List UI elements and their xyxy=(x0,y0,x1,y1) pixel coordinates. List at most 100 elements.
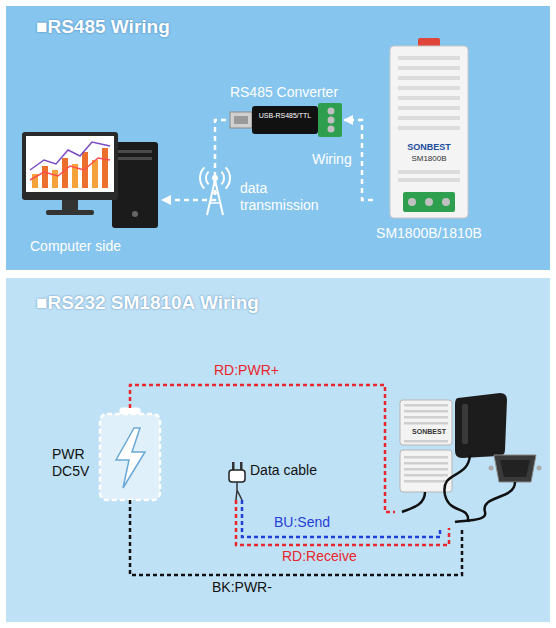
computer-illustration xyxy=(22,132,158,228)
plug-icon xyxy=(232,462,235,470)
converter-illustration xyxy=(328,108,335,115)
sensor-photo xyxy=(400,400,452,445)
label-slot: BK:PWR- xyxy=(212,579,272,596)
panel-fill xyxy=(6,6,550,270)
wire-connector xyxy=(130,500,462,575)
sensor-housing xyxy=(398,126,460,130)
plug-icon xyxy=(236,482,242,500)
computer-illustration xyxy=(92,160,98,188)
battery-icon xyxy=(116,428,145,488)
label-slot: RD:PWR+ xyxy=(214,362,279,379)
antenna-icon xyxy=(226,167,230,188)
sensor-housing xyxy=(398,86,460,90)
sensor-housing xyxy=(398,170,460,174)
text-slot: ■RS232 SM1810A Wiring xyxy=(36,292,436,315)
computer-side: Computer side xyxy=(18,128,162,262)
sensor-transmitter: SONBESTSM1800B SM1800B/1810B xyxy=(373,38,487,248)
sensor-photo xyxy=(537,466,542,471)
wire-label: BK:PWR- xyxy=(212,579,272,596)
panel-heading: ■RS232 SM1810A Wiring xyxy=(36,292,436,315)
computer-illustration xyxy=(42,166,48,188)
text-slot: PWR DC5V xyxy=(52,446,98,480)
wiring-panel: ■RS232 SM1810A WiringPWR DC5V Data cable S… xyxy=(6,278,550,622)
wire-connector xyxy=(130,385,395,512)
sensor-photo xyxy=(404,456,448,459)
text-slot: SONBEST xyxy=(407,428,451,436)
antenna-icon xyxy=(206,172,209,185)
plug-icon xyxy=(240,462,243,470)
sensor-housing xyxy=(408,198,416,206)
converter-illustration xyxy=(318,103,342,137)
sensor-photo xyxy=(404,474,448,477)
computer-illustration xyxy=(118,157,152,160)
sensor-housing xyxy=(425,198,433,206)
sensor-housing xyxy=(398,106,460,110)
sensor-housing xyxy=(398,116,460,120)
wire-label: RD:PWR+ xyxy=(214,362,279,379)
node-label: USB-RS485/TTL xyxy=(252,112,318,120)
panel-fill xyxy=(6,278,550,622)
antenna-icon xyxy=(200,167,204,188)
sensor-housing xyxy=(442,198,450,206)
label-slot: RD:Receive xyxy=(282,548,357,565)
sensor-device: SONBEST xyxy=(395,388,540,528)
label-slot: Wiring xyxy=(312,151,352,168)
converter-illustration xyxy=(252,106,318,134)
computer-illustration xyxy=(52,170,58,188)
sensor-photo xyxy=(455,393,507,458)
node-label: RS485 Converter xyxy=(226,84,342,101)
sensor-photo xyxy=(404,410,448,413)
label-slot: BU:Send xyxy=(274,514,330,531)
computer-illustration xyxy=(112,142,158,228)
wire-label: RD:Receive xyxy=(282,548,357,565)
text-slot: SM1800B/1810B xyxy=(373,225,485,242)
wire-label: BU:Send xyxy=(274,514,330,531)
wire-connector xyxy=(236,500,449,545)
sensor-photo xyxy=(462,404,468,444)
sensor-housing xyxy=(398,96,460,100)
battery-icon xyxy=(100,414,160,500)
sensor-photo xyxy=(404,416,448,419)
sensor-photo xyxy=(404,480,448,483)
data-cable-plug: Data cable xyxy=(226,460,332,500)
node-label: PWR DC5V xyxy=(52,446,98,480)
power-battery: PWR DC5V xyxy=(50,408,160,500)
sensor-housing xyxy=(398,56,460,60)
wire-connector xyxy=(162,120,226,200)
node-label: SONBEST xyxy=(390,142,468,153)
computer-illustration xyxy=(26,136,114,192)
wire-label: Wiring xyxy=(312,151,352,168)
node-label: SM1800B xyxy=(390,154,468,164)
label-slot: data transmission xyxy=(240,180,336,214)
sensor-photo xyxy=(500,460,530,477)
text-slot: Computer side xyxy=(30,238,154,255)
text-slot: SONBEST xyxy=(390,142,468,153)
computer-illustration xyxy=(118,150,152,153)
sensor-photo xyxy=(400,393,542,522)
sensor-housing xyxy=(403,192,455,212)
sensor-housing xyxy=(390,38,468,218)
rs485-converter: RS485 ConverterUSB-RS485/TTL xyxy=(226,84,344,140)
computer-illustration xyxy=(62,158,68,188)
computer-illustration xyxy=(132,211,138,217)
sensor-housing xyxy=(398,66,460,70)
annotation-label: data transmission xyxy=(240,180,336,214)
battery-icon xyxy=(100,408,160,500)
sensor-photo xyxy=(402,492,425,512)
converter-illustration xyxy=(230,112,252,128)
computer-illustration xyxy=(30,158,110,180)
sensor-photo xyxy=(489,466,494,471)
text-slot: RS485 Converter xyxy=(226,84,342,101)
converter-illustration xyxy=(328,126,335,133)
node-label: Data cable xyxy=(250,462,330,479)
converter-illustration xyxy=(234,116,248,124)
antenna-icon xyxy=(210,202,220,204)
sensor-photo xyxy=(404,440,448,443)
sensor-photo xyxy=(444,455,470,522)
converter-illustration xyxy=(230,103,342,137)
computer-illustration xyxy=(22,132,118,200)
text-slot: ■RS485 Wiring xyxy=(36,16,436,39)
sensor-photo xyxy=(404,422,448,425)
sensor-photo xyxy=(404,462,448,465)
